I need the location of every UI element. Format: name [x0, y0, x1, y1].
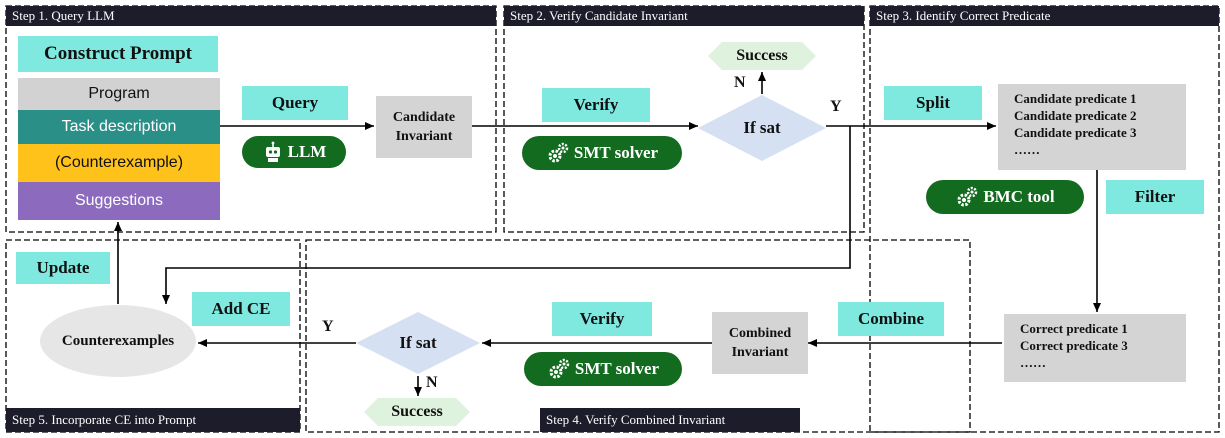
update-tag: Update [16, 252, 110, 284]
verify-tag-bottom: Verify [552, 302, 652, 336]
candidate-predicates-box: Candidate predicate 1 Candidate predicat… [998, 84, 1186, 170]
candidate-predicate-2: Candidate predicate 2 [1014, 108, 1137, 123]
gears-icon [957, 186, 978, 207]
step4-title: Step 4. Verify Combined Invariant [540, 408, 800, 432]
combined-invariant-box: Combined Invariant [712, 312, 808, 374]
prompt-row-counterexample: (Counterexample) [18, 144, 220, 182]
counterexamples-label: Counterexamples [61, 332, 175, 349]
n-bottom-label: N [426, 374, 438, 391]
step1-title: Step 1. Query LLM [6, 6, 496, 26]
candidate-predicate-more: …… [1014, 142, 1040, 157]
step5-title: Step 5. Incorporate CE into Prompt [6, 408, 300, 432]
correct-predicate-3: Correct predicate 3 [1020, 338, 1128, 353]
combined-invariant-line2: Invariant [731, 345, 789, 360]
bmc-tool-label: BMC tool [983, 187, 1055, 206]
n-top-label: N [734, 74, 746, 91]
step5-region [5, 239, 301, 433]
success-hexagon-bottom [364, 398, 470, 426]
correct-predicate-more: …… [1020, 355, 1046, 370]
split-tag: Split [884, 86, 982, 120]
prompt-row-task-description: Task description [18, 110, 220, 144]
decision-diamond-top [698, 95, 826, 161]
step2-title: Step 2. Verify Candidate Invariant [504, 6, 864, 26]
decision-diamond-bottom [356, 312, 480, 374]
llm-label: LLM [287, 142, 327, 161]
filter-tag: Filter [1106, 180, 1204, 214]
y-top-label: Y [830, 98, 842, 115]
y-bottom-label: Y [322, 318, 334, 335]
prompt-row-suggestions: Suggestions [18, 182, 220, 220]
smt-solver-pill-top: SMT solver [522, 136, 682, 170]
llm-pill: LLM [242, 136, 346, 168]
counterexamples-ellipse [40, 305, 196, 377]
step4-region [305, 239, 971, 433]
success-top-label: Success [736, 47, 788, 64]
if-sat-bottom-label: If sat [399, 333, 437, 352]
combined-invariant-line1: Combined [728, 326, 792, 341]
correct-predicate-1: Correct predicate 1 [1020, 321, 1128, 336]
success-bottom-label: Success [391, 403, 443, 420]
step3-title: Step 3. Identify Correct Predicate [870, 6, 1219, 26]
construct-prompt-header: Construct Prompt [18, 36, 218, 72]
candidate-predicate-3: Candidate predicate 3 [1014, 125, 1137, 140]
if-sat-top-label: If sat [743, 118, 781, 137]
smt-solver-label-bottom: SMT solver [574, 359, 660, 378]
add-ce-tag: Add CE [192, 292, 290, 326]
combine-tag: Combine [838, 302, 944, 336]
arrow-y-to-counterexamples [162, 126, 851, 304]
bmc-tool-pill: BMC tool [926, 180, 1084, 214]
prompt-row-program: Program [18, 78, 220, 110]
candidate-predicate-1: Candidate predicate 1 [1014, 91, 1137, 106]
verify-tag-top: Verify [542, 88, 650, 122]
candidate-invariant-line1: Candidate [392, 110, 456, 125]
candidate-invariant-line2: Invariant [395, 129, 453, 144]
smt-solver-label-top: SMT solver [573, 143, 659, 162]
robot-icon [265, 141, 280, 162]
gears-icon [548, 142, 569, 163]
correct-predicates-box: Correct predicate 1 Correct predicate 3 … [1004, 314, 1186, 382]
query-tag: Query [242, 86, 348, 120]
candidate-invariant-box: Candidate Invariant [376, 96, 472, 158]
success-hexagon-top [708, 42, 816, 70]
smt-solver-pill-bottom: SMT solver [524, 352, 682, 386]
gears-icon [549, 358, 570, 379]
